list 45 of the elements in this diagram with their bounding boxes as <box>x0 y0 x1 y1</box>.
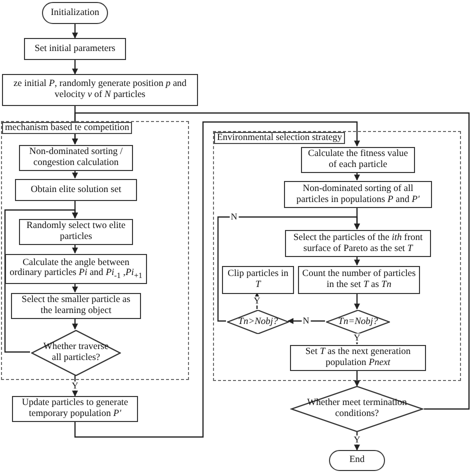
dashed-group-box <box>213 131 461 381</box>
decision-diamond: Whether meet termination conditions? <box>290 386 424 432</box>
group-title: Environmental selection strategy <box>214 132 346 144</box>
arrow <box>72 112 470 410</box>
edge-label: Y <box>352 334 362 342</box>
process-box: Non-dominated sorting of all particles in populations P and P' <box>284 181 432 208</box>
arrow <box>72 24 78 39</box>
decision-diamond: Tn>Nobj? <box>227 310 289 334</box>
process-box: Set T as the next generation population Pnext <box>290 345 426 371</box>
edge-label: Y <box>252 296 262 306</box>
edge-label: N <box>230 212 238 222</box>
arrow <box>287 318 325 324</box>
arrow <box>72 283 78 293</box>
process-box: Clip particles in T <box>222 266 294 294</box>
process-box: Obtain elite solution set <box>15 179 137 201</box>
dashed-group-box <box>1 121 189 380</box>
edge-label: Y <box>352 436 362 444</box>
arrow <box>72 170 78 179</box>
arrow <box>354 256 360 266</box>
terminal-box: End <box>329 450 385 471</box>
arrow <box>72 318 78 330</box>
process-box: Set initial parameters <box>24 38 126 60</box>
arrow <box>354 293 360 310</box>
arrow <box>217 216 360 322</box>
edge-label: N <box>302 316 310 326</box>
group-title: mechanism based te competition <box>2 122 132 134</box>
arrow <box>72 244 78 254</box>
process-box: Calculate the fitness value of each particle <box>301 147 415 173</box>
arrow <box>72 60 78 75</box>
decision-diamond: Tn=Nobj? <box>326 310 390 334</box>
process-box: Count the number of particles in the set T as Tn <box>298 266 420 294</box>
terminal-box: Initialization <box>42 2 108 24</box>
arrow <box>74 121 360 438</box>
process-box: Non-dominated sorting / congestion calculation <box>19 145 133 171</box>
process-box: ze initial P, randomly generate position p and velocity v of N particles <box>2 74 198 106</box>
process-box: Update particles to generate temporary population P' <box>12 396 138 422</box>
arrow <box>354 172 360 181</box>
process-box: Select the particles of the ith front surface of Pareto as the set T <box>285 230 431 257</box>
arrow <box>354 370 360 387</box>
arrow <box>4 209 78 353</box>
process-box: Calculate the angle between ordinary particles Pi and Pi$_{-1}$ ,Pi$_{+1}$ <box>5 254 147 284</box>
edge-label: Y <box>70 382 80 390</box>
decision-diamond: Whether traverse all particles? <box>31 330 121 376</box>
process-box: Randomly select two elite particles <box>19 219 133 245</box>
process-box: Select the smaller particle as the learning object <box>11 293 141 319</box>
